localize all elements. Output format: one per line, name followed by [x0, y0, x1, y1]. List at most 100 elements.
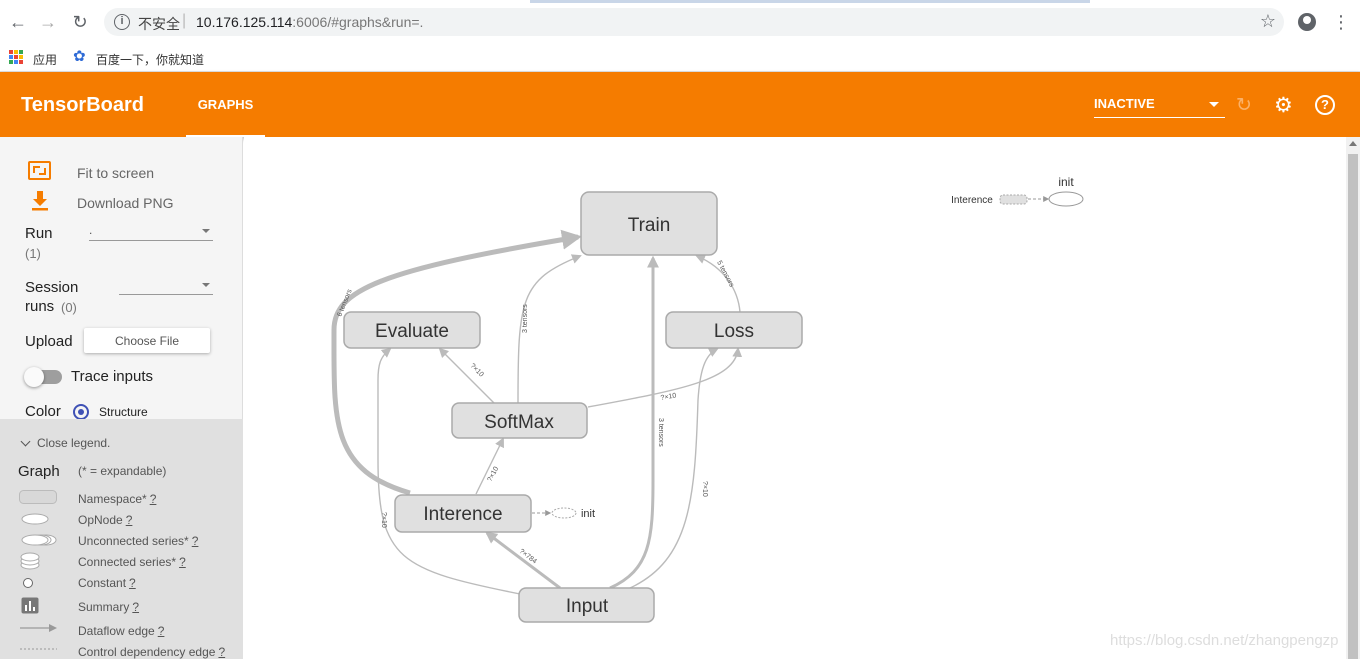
legend-help-link[interactable]: ? [191, 534, 199, 548]
chevron-down-icon [20, 436, 31, 447]
edge-interence-train [331, 229, 582, 496]
app-title: TensorBoard [21, 94, 144, 116]
bookmark-star-icon[interactable]: ☆ [1259, 11, 1276, 31]
close-legend-button[interactable]: Close legend. [20, 436, 110, 450]
edge-input-loss [629, 348, 719, 589]
forward-icon[interactable]: → [39, 12, 57, 32]
legend-help-link[interactable]: ? [125, 513, 133, 527]
edge-label: ?×10 [469, 362, 485, 378]
node-evaluate[interactable]: Evaluate [343, 311, 481, 349]
edge-softmax-loss [587, 347, 743, 408]
plugin-select[interactable]: INACTIVE [1094, 96, 1225, 118]
gear-icon[interactable]: ⚙ [1274, 94, 1293, 117]
constant-symbol-icon [23, 578, 33, 588]
scrollbar-thumb[interactable] [1348, 154, 1358, 659]
node-train[interactable]: Train [580, 191, 718, 256]
node-softmax[interactable]: SoftMax [451, 402, 588, 439]
legend-item-label: Dataflow edge [78, 624, 155, 638]
legend-item-label: Namespace* [78, 492, 147, 506]
bookmark-baidu[interactable]: 百度一下，你就知道 [96, 53, 205, 67]
connected-series-icon [20, 552, 40, 570]
edge-input-interence [485, 531, 561, 590]
graph-canvas[interactable]: 6 tensors 3 tensors 5 tensors ?×10 ?×10 … [244, 137, 1346, 659]
url-host: 10.176.125.114 [196, 14, 293, 30]
edge-input-evaluate [377, 347, 521, 595]
browser-toolbar: ← → ↻ i 不安全 | 10.176.125.114:6006/#graph… [0, 0, 1360, 44]
download-png-button[interactable]: Download PNG [77, 195, 174, 211]
legend-item-control: Control dependency edge? [78, 645, 225, 659]
legend-help-link[interactable]: ? [149, 492, 157, 506]
tab-graphs[interactable]: GRAPHS [186, 72, 265, 137]
watermark: https://blog.csdn.net/zhangpengzp [1110, 632, 1339, 649]
legend-item-dataflow: Dataflow edge? [78, 624, 164, 638]
choose-file-button[interactable]: Choose File [84, 328, 210, 353]
refresh-icon[interactable]: ↻ [1236, 95, 1252, 116]
apps-grid-icon[interactable] [9, 50, 23, 64]
plugin-select-value: INACTIVE [1094, 96, 1155, 111]
node-init-inline[interactable]: init [551, 507, 595, 520]
summary-symbol-icon [21, 597, 39, 614]
scroll-up-icon[interactable] [1349, 141, 1357, 146]
legend-help-link[interactable]: ? [132, 600, 140, 614]
legend-help-link[interactable]: ? [129, 576, 136, 590]
edge-label: ?×10 [701, 481, 708, 497]
caret-down-icon [1209, 102, 1219, 107]
bookmark-apps[interactable]: 应用 [33, 53, 58, 67]
trace-inputs-toggle-knob[interactable] [24, 367, 44, 387]
edge-label: 5 tensors [715, 260, 735, 289]
url-text[interactable]: 10.176.125.114:6006/#graphs&run=. [196, 14, 423, 30]
legend-item-unconnected: Unconnected series*? [78, 534, 198, 548]
address-bar[interactable]: i 不安全 | 10.176.125.114:6006/#graphs&run=… [104, 8, 1284, 36]
legend-item-connected: Connected series*? [78, 555, 186, 569]
aux-init-label: init [1058, 175, 1074, 189]
legend-title: Graph [18, 463, 60, 480]
legend-item-label: Summary [78, 600, 130, 614]
node-interence[interactable]: Interence [394, 494, 532, 533]
node-init-inline-label: init [581, 508, 595, 520]
node-train-label: Train [628, 215, 671, 236]
node-loss[interactable]: Loss [665, 311, 803, 349]
back-icon[interactable]: ← [9, 12, 27, 32]
legend-help-link[interactable]: ? [157, 624, 165, 638]
download-icon[interactable] [31, 191, 49, 211]
session-runs-dropdown[interactable] [119, 277, 213, 295]
aux-init-node[interactable]: init [1048, 175, 1084, 207]
session-label-runs: runs [25, 298, 55, 315]
node-input-label: Input [566, 596, 609, 617]
legend-item-summary: Summary? [78, 600, 139, 614]
legend-note: (* = expandable) [78, 464, 167, 478]
legend-item-label: Connected series* [78, 555, 177, 569]
color-label: Color [25, 403, 61, 420]
tensorboard-header: TensorBoard GRAPHS INACTIVE [0, 72, 1360, 137]
tab-strip [530, 0, 1090, 3]
account-icon[interactable] [1298, 13, 1316, 31]
fit-to-screen-button[interactable]: Fit to screen [77, 165, 155, 181]
run-dropdown-value: . [89, 223, 93, 237]
color-structure-label: Structure [99, 405, 148, 419]
run-dropdown[interactable]: . [89, 223, 213, 241]
fit-screen-icon[interactable] [28, 161, 51, 180]
node-interence-label: Interence [423, 504, 502, 525]
legend-help-link[interactable]: ? [179, 555, 186, 569]
node-softmax-label: SoftMax [484, 412, 554, 433]
graph-svg[interactable]: 6 tensors 3 tensors 5 tensors ?×10 ?×10 … [244, 137, 1346, 659]
legend-item-constant: Constant? [78, 576, 136, 590]
legend-help-link[interactable]: ? [218, 645, 226, 659]
run-label: Run [25, 225, 53, 242]
dataflow-edge-icon [20, 624, 57, 632]
legend-item-label: Control dependency edge [78, 645, 216, 659]
node-input[interactable]: Input [518, 587, 655, 623]
reload-icon[interactable]: ↻ [72, 12, 88, 32]
aux-interence-node[interactable]: Interence [951, 194, 1028, 206]
caret-down-icon [202, 283, 210, 287]
insecure-label: 不安全 [138, 16, 180, 32]
legend-item-label: OpNode [78, 513, 123, 527]
menu-kebab-icon[interactable]: ⋮ [1332, 12, 1350, 32]
help-icon[interactable]: ? [1315, 95, 1335, 115]
legend-item-label: Unconnected series* [78, 534, 189, 548]
color-structure-radio[interactable] [73, 404, 89, 420]
control-dependency-edge-icon [20, 648, 57, 650]
session-label: Session [25, 279, 79, 296]
info-icon[interactable]: i [114, 14, 130, 30]
edge-label: 3 tensors [522, 304, 529, 333]
